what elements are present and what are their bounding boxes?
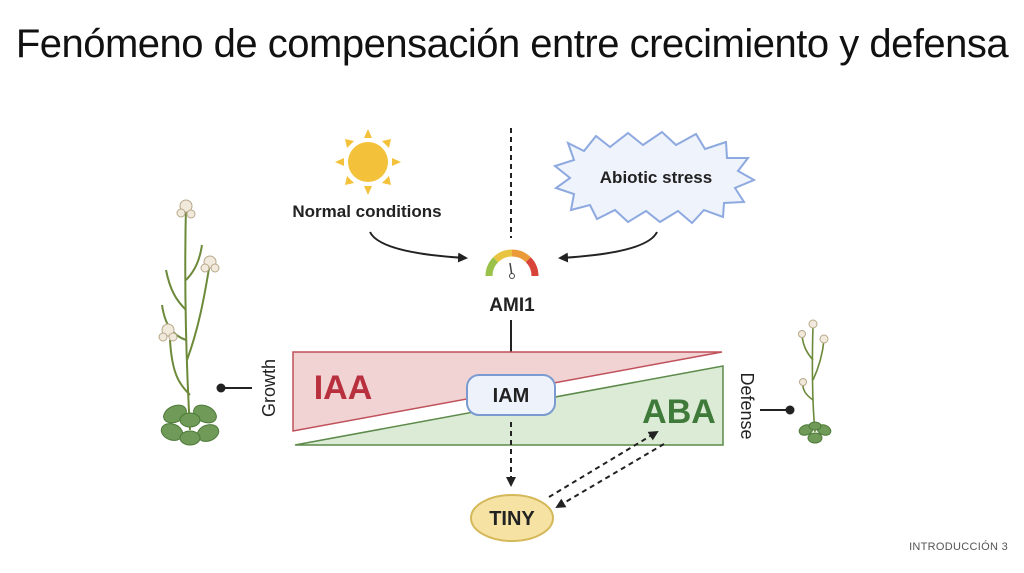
aba-label: ABA <box>642 393 716 431</box>
iaa-label: IAA <box>314 369 373 407</box>
abiotic-stress-label: Abiotic stress <box>600 168 712 187</box>
iam-label: IAM <box>493 385 530 407</box>
defense-connector <box>760 405 795 415</box>
small-plant-icon <box>798 319 832 444</box>
normal-conditions-label: Normal conditions <box>292 202 441 221</box>
stress-burst-shape <box>552 130 757 225</box>
tiny-to-aba-arrow <box>548 430 659 498</box>
stress-to-gauge-arrow <box>558 231 658 263</box>
tiny-label: TINY <box>489 508 535 530</box>
growth-connector <box>216 383 252 393</box>
tall-plant-icon <box>158 199 220 446</box>
gauge-icon <box>485 249 539 279</box>
normal-to-gauge-arrow <box>369 231 468 263</box>
iam-box <box>466 374 556 416</box>
slide-footer: INTRODUCCIÓN 3 <box>909 541 1008 553</box>
tiny-oval <box>470 494 554 542</box>
ami1-label: AMI1 <box>489 295 535 316</box>
sun-icon <box>335 129 401 195</box>
defense-label: Defense <box>737 372 757 439</box>
aba-to-tiny-arrow <box>555 443 665 509</box>
slide-title: Fenómeno de compensación entre crecimien… <box>15 22 1009 66</box>
growth-label: Growth <box>259 359 279 417</box>
